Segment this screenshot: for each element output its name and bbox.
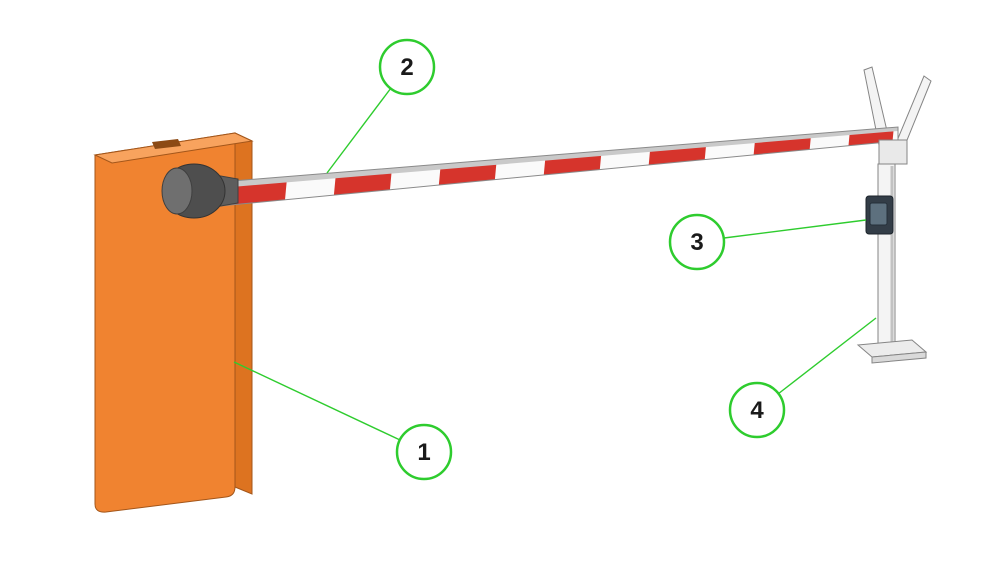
callout-4-circle (728, 381, 786, 439)
callout-4-label: 4 (750, 397, 764, 424)
boom-hub (161, 163, 239, 219)
photocell-lens (869, 202, 888, 226)
fork-right-prong (893, 75, 932, 151)
callout-3: 3 (668, 213, 867, 271)
callout-1: 1 (233, 361, 453, 481)
rest-post (856, 139, 928, 364)
cabinet-top-face (93, 132, 254, 164)
callout-1-label: 1 (417, 439, 430, 466)
brand-mark (152, 139, 181, 149)
hub-cap (161, 167, 193, 215)
fork-bracket (878, 139, 908, 165)
boom-arm (219, 126, 899, 207)
boom-arm-stripes (220, 127, 898, 206)
callout-3-leader (723, 219, 867, 239)
callout-2-leader (326, 87, 392, 174)
callout-1-circle (395, 423, 453, 481)
callout-1-leader (233, 361, 401, 441)
callout-4-leader (777, 317, 877, 395)
callout-2: 2 (326, 38, 436, 174)
photocell (865, 195, 894, 235)
callout-3-circle (668, 213, 726, 271)
callout-3-label: 3 (690, 229, 703, 256)
callout-2-label: 2 (400, 54, 413, 81)
boom-arm-top-rail (220, 127, 898, 188)
cabinet-housing (93, 132, 254, 513)
cabinet-front-face (94, 132, 236, 513)
callout-4: 4 (728, 317, 877, 439)
callout-2-circle (378, 38, 436, 96)
